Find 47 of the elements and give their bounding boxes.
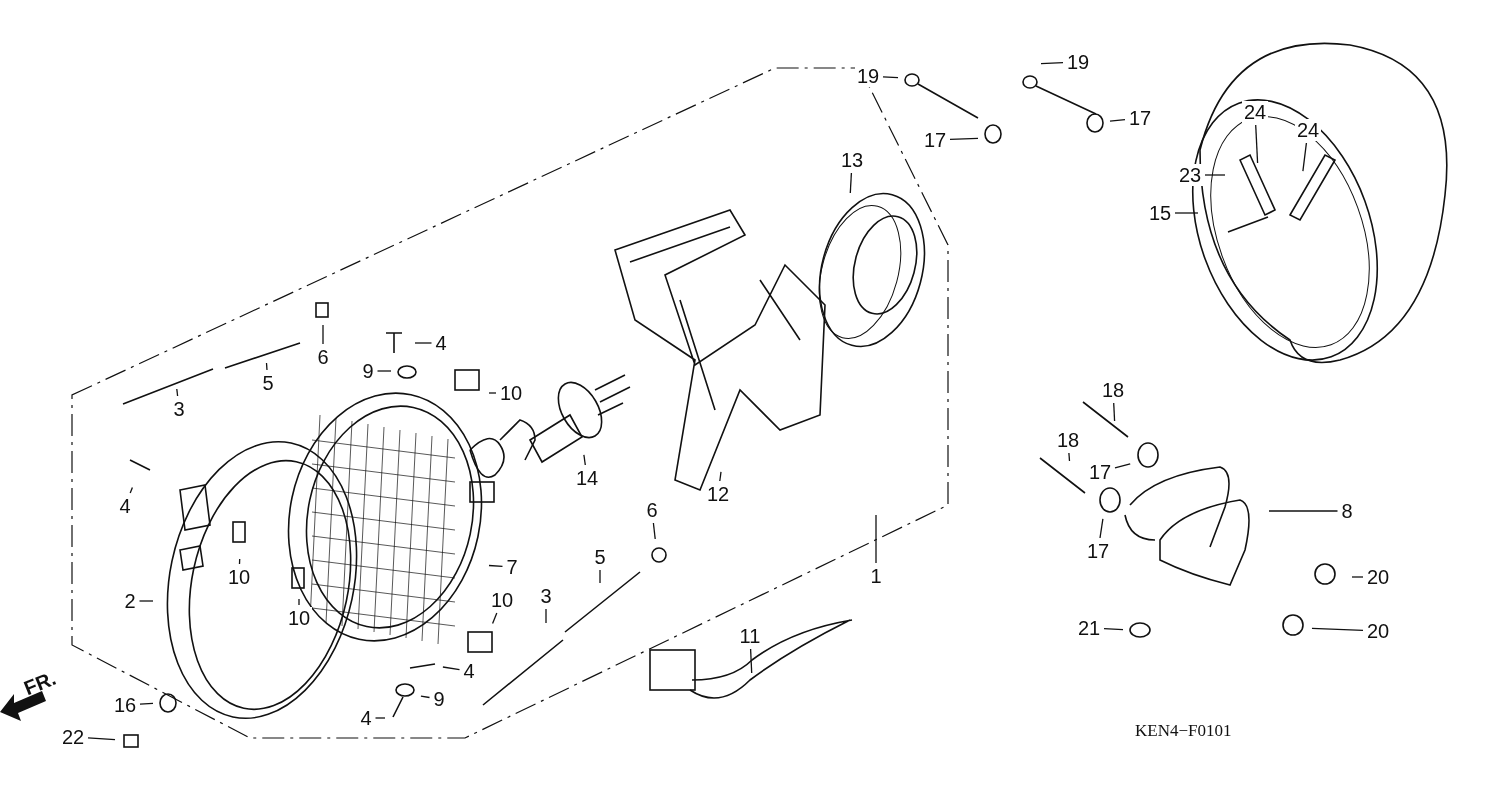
leader-line xyxy=(882,76,899,79)
direction-label: FR. xyxy=(20,666,60,701)
leader-line xyxy=(139,702,154,705)
leader-line xyxy=(1109,118,1126,122)
leader-line xyxy=(1099,518,1104,539)
leader-line xyxy=(129,486,134,494)
leader-line xyxy=(1103,628,1124,631)
leader-line xyxy=(238,558,241,565)
leader-line xyxy=(583,454,586,466)
leader-line xyxy=(1255,124,1259,164)
leader-line xyxy=(138,600,154,602)
leader-line xyxy=(376,370,392,372)
leader-line xyxy=(442,666,461,671)
leader-line xyxy=(1302,142,1308,172)
leader-line xyxy=(374,717,386,719)
leader-line xyxy=(545,608,547,624)
callout-number: 24 xyxy=(1242,101,1268,123)
leader-line xyxy=(875,514,877,564)
leader-line xyxy=(1174,212,1199,214)
leader-line xyxy=(176,388,179,397)
leader-line xyxy=(1113,402,1116,422)
leader-line xyxy=(849,172,853,194)
leader-line xyxy=(420,695,431,699)
leader-line xyxy=(488,564,504,568)
leader-line xyxy=(1068,452,1071,462)
part-code: KEN4−F0101 xyxy=(1135,721,1232,741)
leader-line xyxy=(1268,510,1339,512)
callout-number: 19 xyxy=(855,65,881,87)
leader-line xyxy=(1114,463,1131,469)
leader-line xyxy=(599,569,601,584)
callout-number: 23 xyxy=(1177,164,1203,186)
leader-line xyxy=(749,648,753,674)
leader-line xyxy=(491,612,498,625)
leader-line xyxy=(719,471,722,482)
leader-line xyxy=(1351,576,1364,578)
leader-line xyxy=(652,522,656,540)
leader-line xyxy=(1311,627,1364,632)
leader-line xyxy=(265,362,268,371)
leader-line xyxy=(488,392,497,394)
leader-line xyxy=(322,324,324,345)
leader-line xyxy=(298,598,300,606)
leader-line xyxy=(1204,174,1226,176)
leader-line xyxy=(87,737,116,741)
leader-line xyxy=(949,137,979,141)
leader-line xyxy=(1040,62,1064,65)
leader-line xyxy=(414,342,433,344)
callout-number: 24 xyxy=(1295,119,1321,141)
